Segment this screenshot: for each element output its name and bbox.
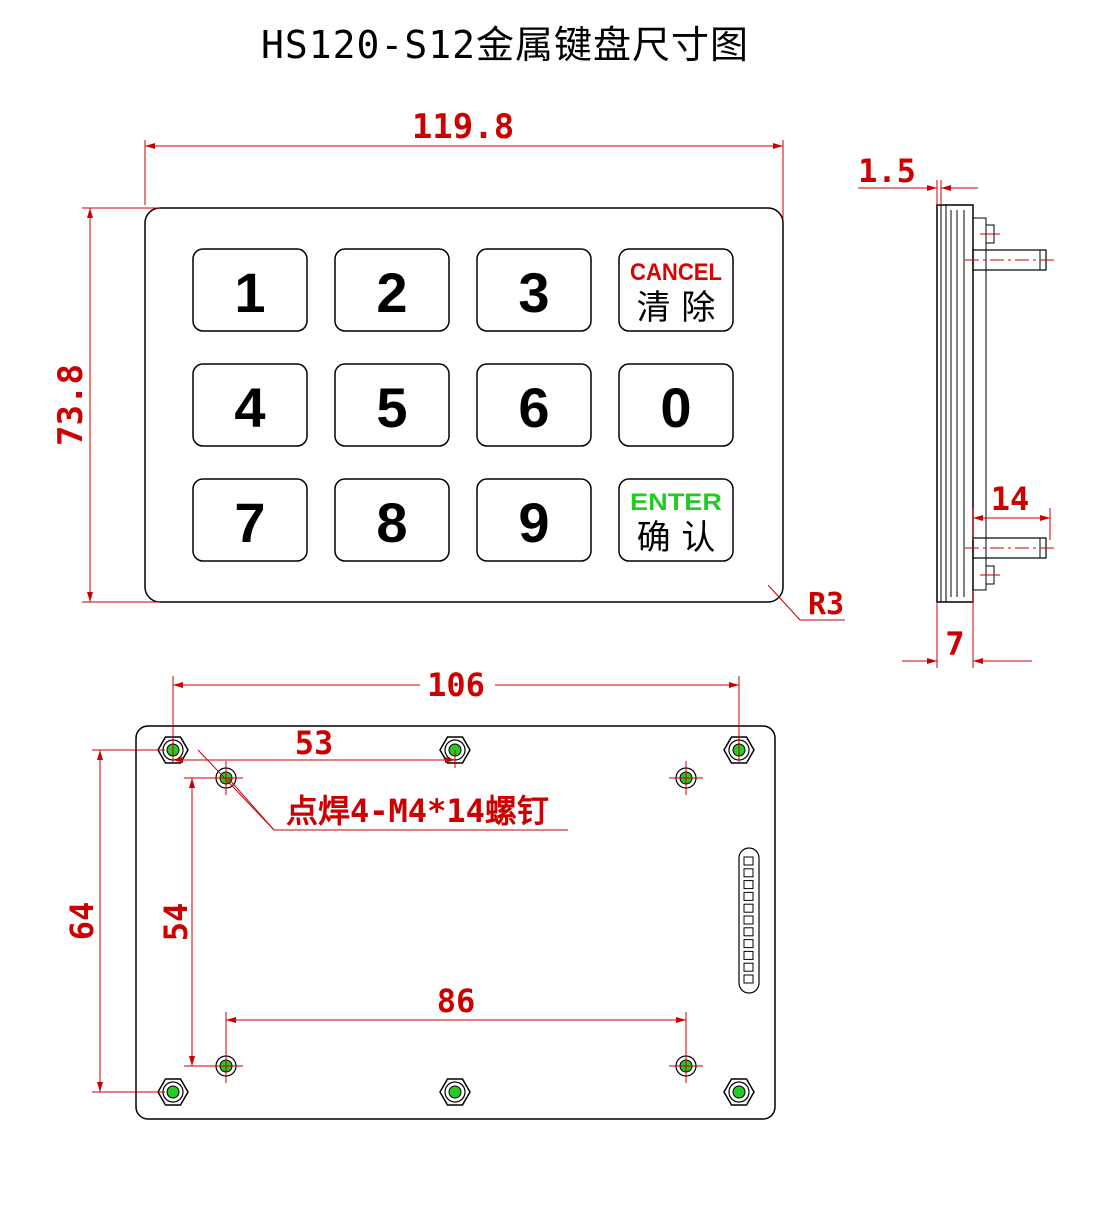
key-3[interactable]: 3 (476, 248, 592, 332)
connector-header (738, 847, 760, 994)
welded-screw (209, 1049, 243, 1083)
corner-radius-label: R3 (808, 587, 844, 622)
keypad-back-outline (135, 725, 776, 1120)
key-0[interactable]: 0 (618, 363, 734, 447)
key-label: 8 (376, 491, 407, 554)
inner-vertical-dimension: 54 (157, 903, 195, 942)
key-sublabel: 清 除 (637, 288, 716, 328)
half-hole-spacing-dimension: 53 (295, 724, 334, 762)
connector-pin (743, 950, 754, 960)
outer-vertical-dimension: 64 (63, 902, 101, 941)
connector-pins (743, 856, 754, 984)
plate-thickness-dimension: 1.5 (858, 152, 916, 190)
key-6[interactable]: 6 (476, 363, 592, 447)
front-width-dimension: 119.8 (412, 107, 514, 147)
key-label: 5 (376, 376, 407, 439)
back-view: 106 53 点焊4-M4*14螺钉 64 54 86 (63, 666, 776, 1120)
welded-screw (669, 1049, 703, 1083)
key-5[interactable]: 5 (334, 363, 450, 447)
key-4[interactable]: 4 (192, 363, 308, 447)
connector-pin (743, 974, 754, 984)
connector-pin (743, 891, 754, 901)
connector-pin (743, 927, 754, 937)
connector-pin (743, 880, 754, 890)
key-label: 3 (518, 261, 549, 324)
key-label: 9 (518, 491, 549, 554)
connector-pin (743, 962, 754, 972)
connector-pin (743, 915, 754, 925)
key-label: ENTER (630, 489, 722, 516)
standoff-hole (439, 1078, 471, 1106)
key-label: 2 (376, 261, 407, 324)
inner-hole-spacing-dimension: 86 (437, 982, 476, 1020)
depth-dimension: 7 (945, 625, 964, 663)
standoff-hole (439, 736, 471, 764)
page-title: HS120-S12金属键盘尺寸图 (261, 23, 749, 67)
key-sublabel: 确 认 (637, 518, 716, 558)
keypad-front-outline (144, 207, 784, 603)
key-2[interactable]: 2 (334, 248, 450, 332)
key-label: CANCEL (630, 259, 722, 286)
connector-pin (743, 868, 754, 878)
key-7[interactable]: 7 (192, 478, 308, 562)
key-label: 4 (234, 376, 265, 439)
front-height-dimension: 73.8 (51, 364, 91, 446)
key-label: 6 (518, 376, 549, 439)
connector-pin (743, 939, 754, 949)
mounting-holes (157, 736, 755, 1106)
key-label: 0 (660, 376, 691, 439)
key-1[interactable]: 1 (192, 248, 308, 332)
connector-pin (743, 903, 754, 913)
key-9[interactable]: 9 (476, 478, 592, 562)
key-8[interactable]: 8 (334, 478, 450, 562)
standoff-hole (723, 1078, 755, 1106)
screw-length-dimension: 14 (991, 480, 1030, 518)
welded-screw (209, 761, 243, 795)
key-label: 1 (234, 261, 265, 324)
welded-screw (669, 761, 703, 795)
key-label: 7 (234, 491, 265, 554)
screw-note: 点焊4-M4*14螺钉 (286, 792, 549, 830)
connector-pin (743, 856, 754, 866)
outer-hole-spacing-dimension: 106 (427, 666, 485, 704)
side-view: 1.5 14 7 (858, 152, 1058, 668)
